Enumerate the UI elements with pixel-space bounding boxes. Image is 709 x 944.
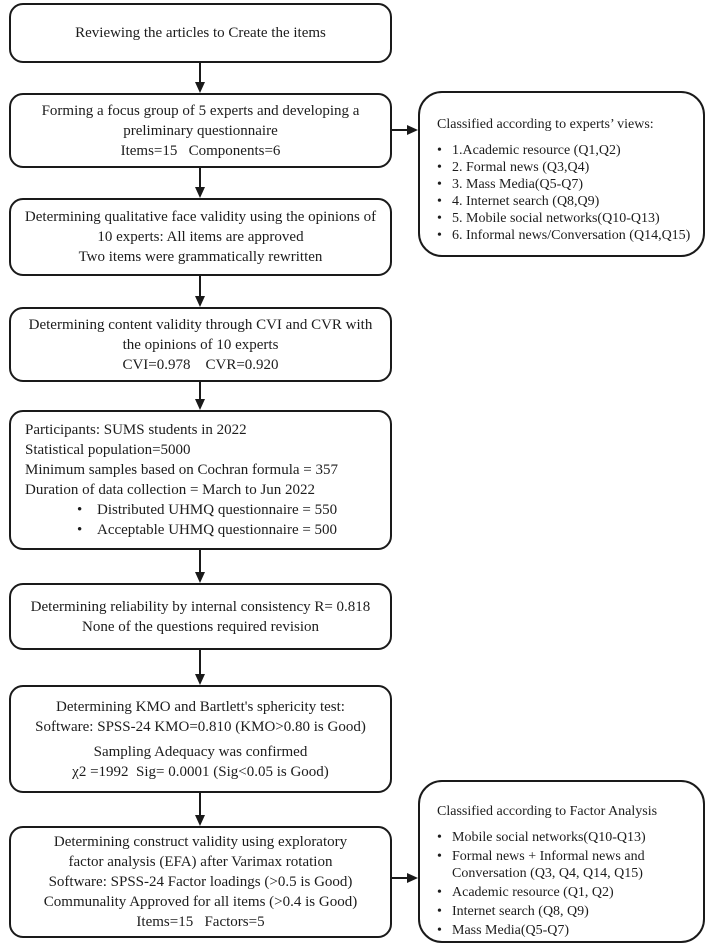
box-text-line: Acceptable UHMQ questionnaire = 500 [97, 522, 338, 538]
arrow-constructvalidity-to-factorbox [392, 873, 418, 883]
flow-box-kmo-bartlett: Determining KMO and Bartlett's sphericit… [9, 685, 392, 793]
list-item: • 2. Formal news (Q3,Q4) [437, 159, 695, 176]
box-text-line: Participants: SUMS students in 2022 [25, 422, 247, 438]
box-text-line: Items=15 Components=6 [120, 142, 281, 159]
list-item-text: 2. Formal news (Q3,Q4) [452, 160, 590, 175]
list-item: • Mobile social networks(Q10-Q13) [437, 829, 695, 846]
flow-box-participants: Participants: SUMS students in 2022 Stat… [9, 410, 392, 550]
flow-box-focus-group: Forming a focus group of 5 experts and d… [9, 93, 392, 168]
box-text-line: Minimum samples based on Cochran formula… [25, 462, 338, 478]
list-item: • Academic resource (Q1, Q2) [437, 884, 695, 901]
list-item-text: Formal news + Informal news and Conversa… [452, 849, 645, 881]
box-text-line: Reviewing the articles to Create the ite… [75, 25, 326, 41]
bullet-icon: • [77, 502, 83, 518]
flow-box-content-validity: Determining content validity through CVI… [9, 307, 392, 382]
box-text-line: Distributed UHMQ questionnaire = 550 [97, 502, 338, 518]
arrow-facevalidity-to-contentvalidity [195, 276, 205, 307]
box-text-line: Determining construct validity using exp… [53, 834, 348, 850]
box-text-line: Items=15 Factors=5 [136, 914, 265, 930]
bullet-icon: • [437, 143, 442, 158]
list-item-text: 4. Internet search (Q8,Q9) [452, 194, 600, 209]
bullet-icon: • [77, 522, 83, 538]
box-text-line: factor analysis (EFA) after Varimax rota… [68, 854, 333, 870]
arrow-focusgroup-to-facevalidity [195, 168, 205, 198]
bullet-icon: • [437, 160, 442, 175]
experts-classification-list: • 1.Academic resource (Q1,Q2) • 2. Forma… [437, 142, 695, 244]
side-box-title: Classified according to experts’ views: [437, 117, 654, 132]
box-text-line: Determining content validity through CVI… [28, 316, 373, 333]
bullet-icon: • [437, 194, 442, 209]
list-item: • 1.Academic resource (Q1,Q2) [437, 142, 695, 159]
list-item: • Formal news + Informal news and Conver… [437, 848, 695, 882]
box-text-line: χ2 =1992 Sig= 0.0001 (Sig<0.05 is Good) [72, 763, 329, 780]
box-text-line: Software: SPSS-24 Factor loadings (>0.5 … [48, 874, 353, 890]
arrow-participants-to-reliability [195, 550, 205, 583]
bullet-icon: • [437, 923, 442, 938]
list-item-text: 6. Informal news/Conversation (Q14,Q15) [452, 228, 691, 243]
list-item-text: Academic resource (Q1, Q2) [452, 885, 614, 900]
factor-classification-list: • Mobile social networks(Q10-Q13) • Form… [437, 829, 695, 939]
bullet-icon: • [437, 228, 442, 243]
flow-box-reviewing-articles: Reviewing the articles to Create the ite… [9, 3, 392, 63]
flow-box-construct-validity: Determining construct validity using exp… [9, 826, 392, 938]
box-bullet-line: • Distributed UHMQ questionnaire = 550 [11, 500, 390, 520]
side-box-experts-classification: Classified according to experts’ views: … [418, 91, 705, 257]
box-text-line: Determining reliability by internal cons… [30, 598, 371, 615]
box-text-line: Communality Approved for all items (>0.4… [43, 894, 358, 910]
arrow-reliability-to-kmo [195, 650, 205, 685]
box-text-line: Statistical population=5000 [25, 442, 191, 458]
side-box-title: Classified according to Factor Analysis [437, 804, 658, 819]
box-text-line: CVI=0.978 CVR=0.920 [122, 356, 279, 373]
box-text-line: Sampling Adequacy was confirmed [93, 743, 308, 760]
list-item-text: Internet search (Q8, Q9) [452, 904, 589, 919]
box-text-line: Duration of data collection = March to J… [25, 482, 316, 498]
box-text-line: Forming a focus group of 5 experts and d… [41, 102, 360, 119]
box-text-line: Two items were grammatically rewritten [78, 249, 323, 265]
box-text-line: Determining qualitative face validity us… [24, 209, 377, 225]
bullet-icon: • [437, 830, 442, 845]
box-text-line: the opinions of 10 experts [122, 336, 279, 353]
side-box-factor-classification: Classified according to Factor Analysis … [418, 780, 705, 943]
list-item-text: 3. Mass Media(Q5-Q7) [452, 177, 584, 192]
arrow-contentvalidity-to-participants [195, 382, 205, 410]
arrow-focusgroup-to-expertsbox [392, 125, 418, 135]
list-item: • 5. Mobile social networks(Q10-Q13) [437, 210, 695, 227]
box-text-line: Software: SPSS-24 KMO=0.810 (KMO>0.80 is… [35, 718, 366, 735]
list-item-text: 1.Academic resource (Q1,Q2) [452, 143, 621, 158]
box-text-line: None of the questions required revision [81, 618, 320, 635]
flow-box-reliability: Determining reliability by internal cons… [9, 583, 392, 650]
list-item: • 6. Informal news/Conversation (Q14,Q15… [437, 227, 695, 244]
bullet-icon: • [437, 885, 442, 900]
list-item-text: Mobile social networks(Q10-Q13) [452, 830, 646, 845]
flow-box-face-validity: Determining qualitative face validity us… [9, 198, 392, 276]
list-item: • Internet search (Q8, Q9) [437, 903, 695, 920]
list-item: • 4. Internet search (Q8,Q9) [437, 193, 695, 210]
bullet-icon: • [437, 211, 442, 226]
box-bullet-line: • Acceptable UHMQ questionnaire = 500 [11, 520, 390, 540]
box-text-line: preliminary questionnaire [123, 122, 278, 139]
bullet-icon: • [437, 177, 442, 192]
bullet-icon: • [437, 849, 442, 864]
box-text-line: 10 experts: All items are approved [97, 229, 304, 245]
bullet-icon: • [437, 904, 442, 919]
box-text-line: Determining KMO and Bartlett's sphericit… [56, 698, 345, 715]
list-item: • Mass Media(Q5-Q7) [437, 922, 695, 939]
list-item-text: Mass Media(Q5-Q7) [452, 923, 570, 938]
arrow-kmo-to-constructvalidity [195, 793, 205, 826]
list-item-text: 5. Mobile social networks(Q10-Q13) [452, 211, 660, 226]
arrow-reviewing-to-focusgroup [195, 63, 205, 93]
list-item: • 3. Mass Media(Q5-Q7) [437, 176, 695, 193]
